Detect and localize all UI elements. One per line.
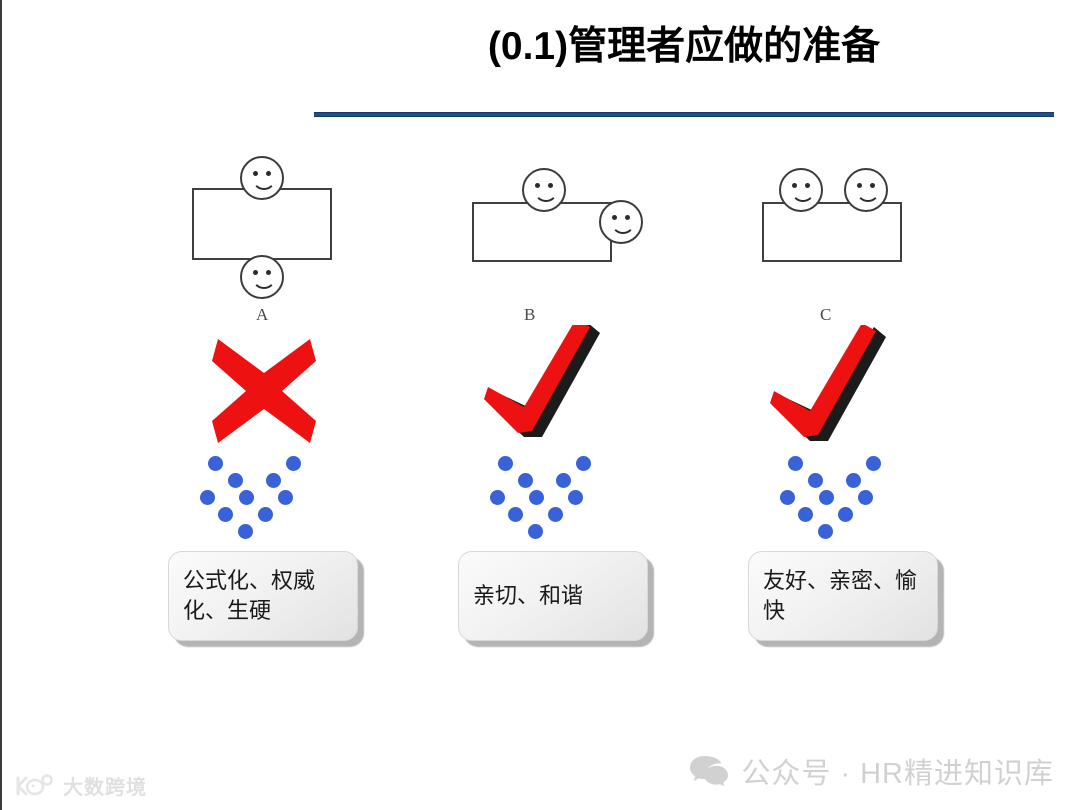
dot bbox=[490, 490, 505, 505]
eye-left-icon bbox=[535, 183, 540, 188]
eye-right-icon bbox=[870, 183, 875, 188]
dot bbox=[218, 507, 233, 522]
eye-left-icon bbox=[253, 270, 258, 275]
dot bbox=[258, 507, 273, 522]
dot bbox=[788, 456, 803, 471]
smile-mouth-icon bbox=[791, 189, 815, 202]
eye-left-icon bbox=[857, 183, 862, 188]
smiley-face-icon bbox=[844, 168, 888, 212]
smiley-face-icon bbox=[522, 168, 566, 212]
dot bbox=[278, 490, 293, 505]
page-title: (0.1)管理者应做的准备 bbox=[487, 25, 881, 68]
group-column-c: C 友好、亲密、愉快 bbox=[692, 150, 1002, 680]
group-label-a: A bbox=[256, 305, 269, 324]
dot bbox=[798, 507, 813, 522]
caption-text: 公式化、权威化、生硬 bbox=[183, 568, 316, 623]
verdict-mark-c bbox=[692, 325, 1002, 460]
caption-c: 友好、亲密、愉快 bbox=[692, 545, 1002, 665]
eye-right-icon bbox=[625, 215, 630, 220]
eye-right-icon bbox=[548, 183, 553, 188]
check-mark-icon bbox=[484, 325, 600, 437]
seating-diagram-c: C bbox=[692, 150, 1002, 330]
dot bbox=[266, 473, 281, 488]
dot bbox=[808, 473, 823, 488]
eye-left-icon bbox=[612, 215, 617, 220]
brand-watermark: 大数跨境 bbox=[14, 771, 147, 800]
wechat-watermark: 公众号 · HR精进知识库 bbox=[689, 750, 1054, 792]
smile-mouth-icon bbox=[252, 276, 276, 289]
brand-logo-icon bbox=[16, 773, 53, 795]
brand-watermark-text: 大数跨境 bbox=[63, 777, 147, 799]
dot bbox=[528, 524, 543, 539]
dot bbox=[818, 524, 833, 539]
smile-mouth-icon bbox=[856, 189, 880, 202]
dot bbox=[846, 473, 861, 488]
title-block: (0.1)管理者应做的准备 bbox=[314, 22, 1054, 72]
smiley-face-icon bbox=[240, 255, 284, 299]
dot bbox=[866, 456, 881, 471]
dot bbox=[238, 524, 253, 539]
smiley-face-icon bbox=[779, 168, 823, 212]
dot bbox=[568, 490, 583, 505]
dot-cluster-b bbox=[402, 448, 712, 539]
seating-diagram-b: B bbox=[402, 150, 712, 330]
check-mark-icon bbox=[770, 325, 886, 441]
caption-a: 公式化、权威化、生硬 bbox=[112, 545, 422, 665]
dot bbox=[576, 456, 591, 471]
title-underline-rule bbox=[314, 112, 1054, 117]
smile-mouth-icon bbox=[534, 189, 558, 202]
wechat-icon bbox=[690, 756, 729, 787]
verdict-mark-a bbox=[112, 325, 422, 460]
dot bbox=[548, 507, 563, 522]
smile-mouth-icon bbox=[252, 177, 276, 190]
smiley-face-icon bbox=[599, 200, 643, 244]
verdict-mark-b bbox=[402, 325, 712, 460]
table-rectangle bbox=[762, 202, 902, 262]
caption-text: 亲切、和谐 bbox=[473, 583, 584, 608]
group-label-b: B bbox=[524, 305, 536, 324]
smile-mouth-icon bbox=[611, 221, 635, 234]
dot bbox=[239, 490, 254, 505]
group-label-c: C bbox=[820, 305, 832, 324]
group-column-a: A 公式化、权威化、生硬 bbox=[112, 150, 422, 680]
dot-cluster-c bbox=[692, 448, 1002, 539]
eye-right-icon bbox=[805, 183, 810, 188]
dot bbox=[780, 490, 795, 505]
wechat-watermark-text: 公众号 · HR精进知识库 bbox=[741, 758, 1054, 790]
dot bbox=[518, 473, 533, 488]
eye-left-icon bbox=[792, 183, 797, 188]
dot bbox=[838, 507, 853, 522]
dot bbox=[819, 490, 834, 505]
group-column-b: B 亲切、和谐 bbox=[402, 150, 712, 680]
dot bbox=[556, 473, 571, 488]
dot bbox=[228, 473, 243, 488]
dot bbox=[498, 456, 513, 471]
dot bbox=[508, 507, 523, 522]
seating-diagram-a: A bbox=[112, 150, 422, 330]
dot bbox=[858, 490, 873, 505]
caption-box: 亲切、和谐 bbox=[458, 551, 648, 641]
caption-text: 友好、亲密、愉快 bbox=[763, 568, 918, 623]
smiley-face-icon bbox=[240, 156, 284, 200]
caption-box: 公式化、权威化、生硬 bbox=[168, 551, 358, 641]
dot-cluster-a bbox=[112, 448, 422, 539]
dot bbox=[286, 456, 301, 471]
caption-b: 亲切、和谐 bbox=[402, 545, 712, 665]
eye-left-icon bbox=[253, 171, 258, 176]
dot bbox=[200, 490, 215, 505]
eye-right-icon bbox=[266, 171, 271, 176]
cross-mark-icon bbox=[212, 339, 316, 443]
table-rectangle bbox=[472, 202, 612, 262]
dot bbox=[208, 456, 223, 471]
eye-right-icon bbox=[266, 270, 271, 275]
dot bbox=[529, 490, 544, 505]
caption-box: 友好、亲密、愉快 bbox=[748, 551, 938, 641]
